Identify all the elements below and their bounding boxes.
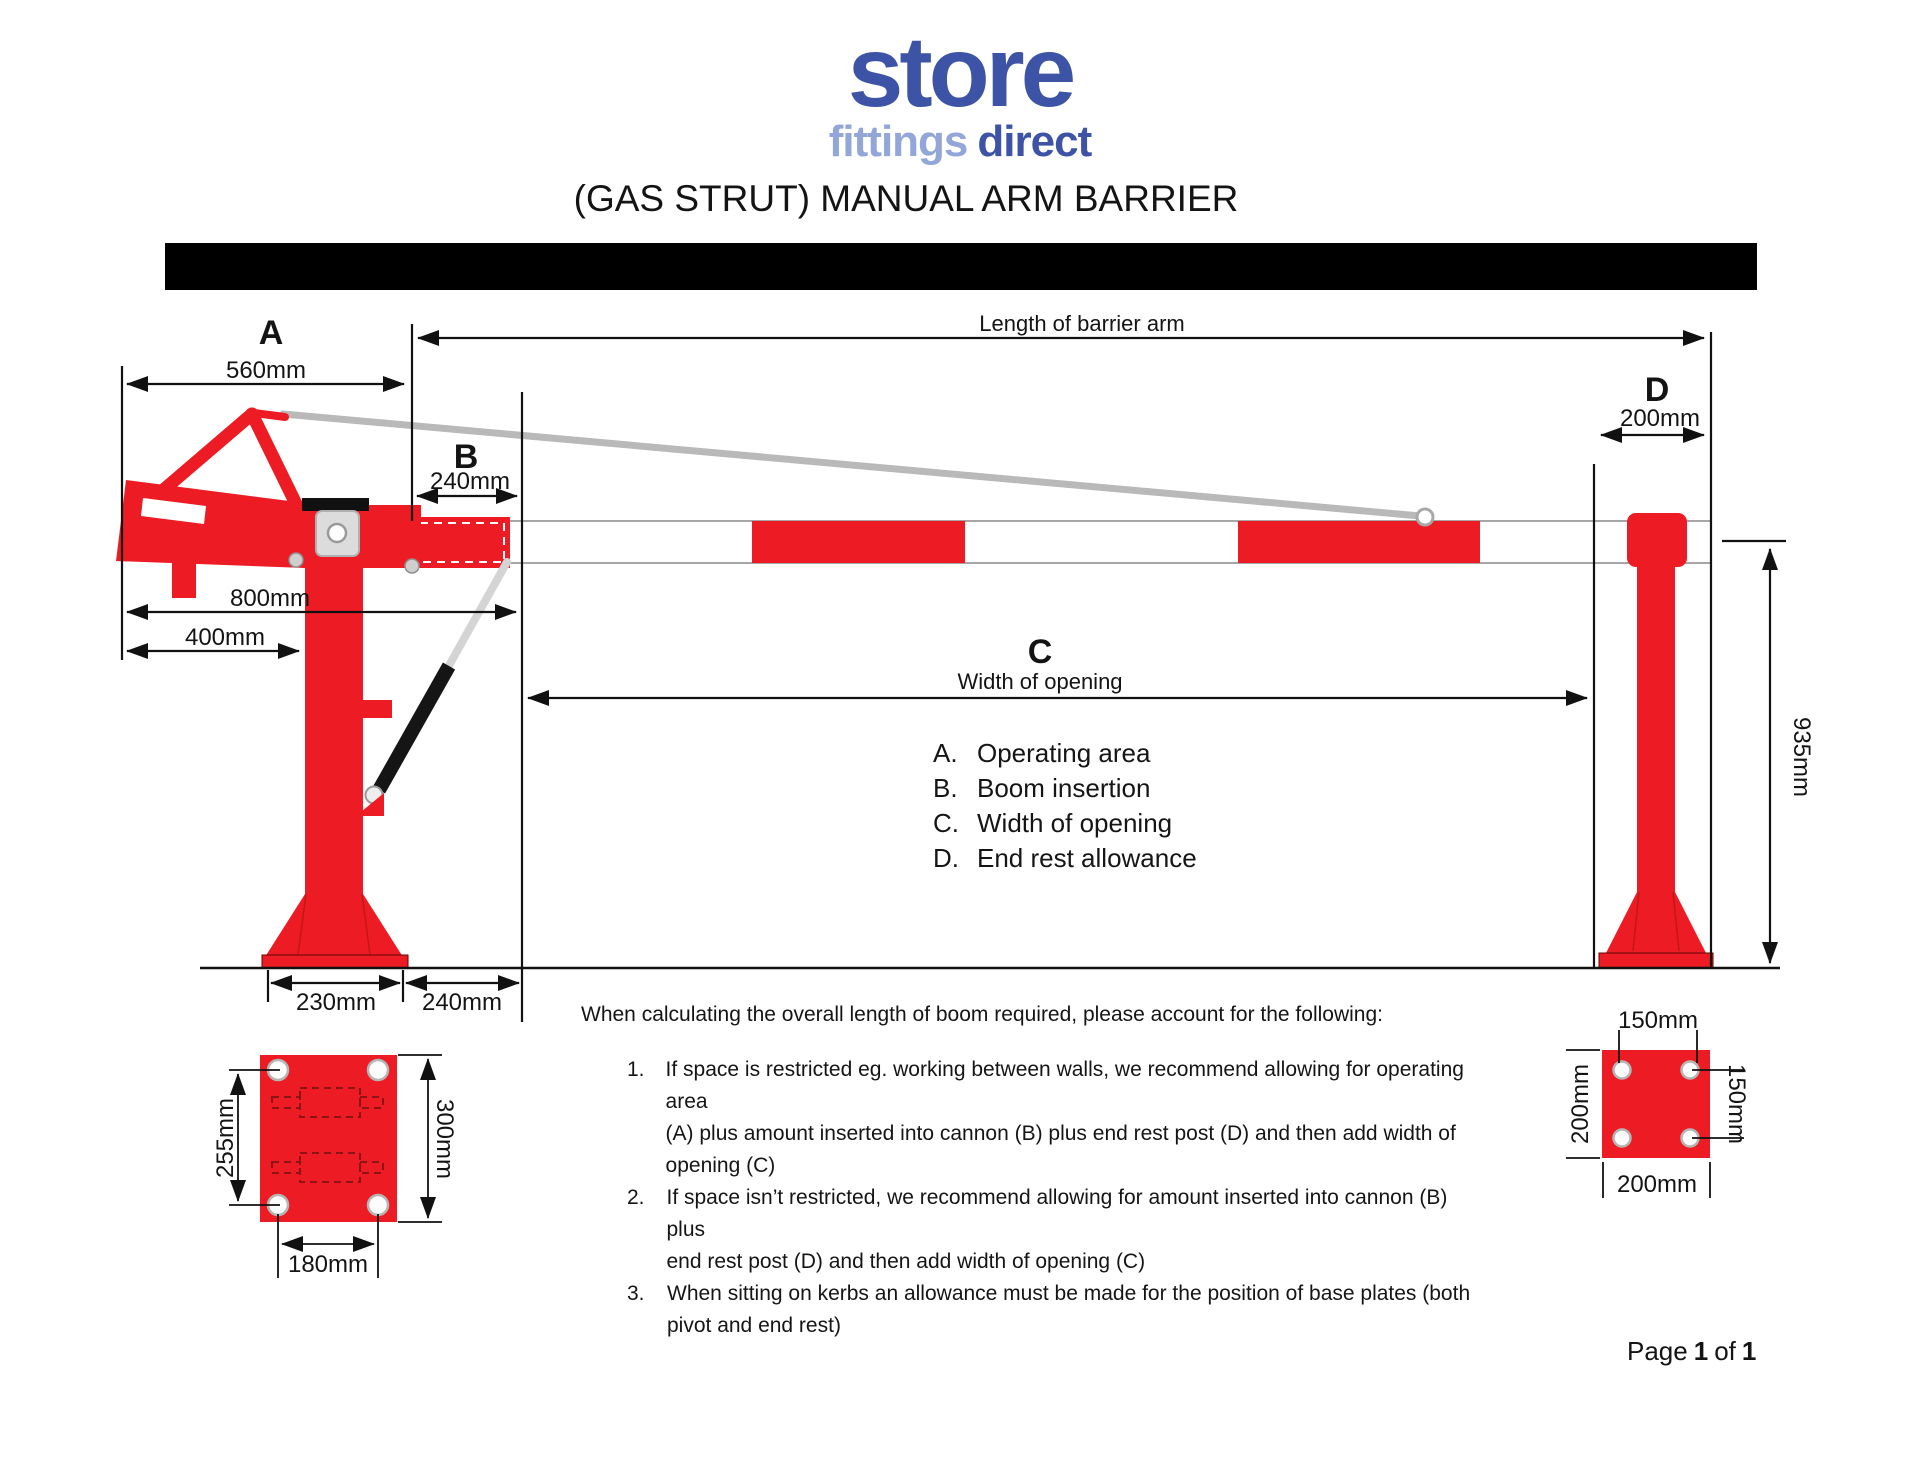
pivot-bolt-right: [404, 558, 420, 574]
legend-item-a: A. Operating area: [933, 736, 1197, 771]
boom-insertion-section: [414, 517, 510, 568]
end-rest-post: [1598, 513, 1714, 969]
length-of-arm-label: Length of barrier arm: [979, 311, 1184, 336]
note-item-2: 2. If space isn’t restricted, we recomme…: [627, 1186, 1448, 1273]
dim-a-value: 560mm: [226, 357, 306, 384]
legend-label: Width of opening: [977, 808, 1173, 838]
dim-180: 180mm: [288, 1251, 368, 1278]
width-of-opening-label: Width of opening: [957, 669, 1122, 694]
dim-end-right-150: 150mm: [1723, 1064, 1750, 1144]
pivot-bolt-left: [288, 552, 304, 568]
legend-label: End rest allowance: [977, 843, 1197, 873]
dim-end-top-150: 150mm: [1618, 1007, 1698, 1034]
dim-255: 255mm: [212, 1098, 239, 1178]
dim-b-letter: B: [454, 438, 479, 476]
legend-item-c: C. Width of opening: [933, 806, 1197, 841]
raised-arm-tip-ring: [1415, 507, 1435, 527]
legend-item-d: D. End rest allowance: [933, 841, 1197, 876]
pivot-base-plate-side: [261, 954, 409, 969]
legend: A. Operating area B. Boom insertion C. W…: [933, 736, 1197, 876]
pivot-base-plate-plan: [260, 1055, 397, 1222]
notes-intro: When calculating the overall length of b…: [581, 1003, 1383, 1026]
note-item-1: 1. If space is restricted eg. working be…: [627, 1058, 1464, 1177]
dim-end-left-200: 200mm: [1567, 1064, 1594, 1144]
end-rest-flare: [1606, 892, 1706, 953]
post-side-tab: [363, 700, 392, 718]
page-title: (GAS STRUT) MANUAL ARM BARRIER: [573, 178, 1239, 219]
logo-store-text: store: [847, 16, 1077, 128]
legend-item-b: B. Boom insertion: [933, 771, 1197, 806]
arm-red-band-1: [752, 521, 965, 563]
dim-a-letter: A: [259, 314, 284, 352]
pivot-post-flare: [265, 894, 403, 957]
dim-d-letter: D: [1645, 371, 1670, 409]
dim-240: 240mm: [422, 989, 502, 1016]
end-rest-cap: [1627, 513, 1687, 567]
dim-c-letter: C: [1028, 633, 1053, 671]
plate-slots: [271, 1087, 384, 1183]
dim-300: 300mm: [431, 1099, 458, 1179]
note-item-3: 3. When sitting on kerbs an allowance mu…: [627, 1282, 1471, 1337]
end-rest-column: [1637, 565, 1675, 892]
arm-red-band-2: [1238, 521, 1480, 563]
counterweight-body: [116, 480, 305, 568]
gas-strut: [356, 558, 511, 816]
end-rest-base-plate-side: [1598, 952, 1714, 969]
legend-label: Operating area: [977, 738, 1151, 768]
logo-direct-text: direct: [977, 117, 1092, 166]
barrier-arm: [413, 517, 1711, 568]
dimensions: [120, 324, 1786, 1278]
dim-935: 935mm: [1788, 717, 1815, 797]
strut-cylinder: [372, 662, 456, 794]
pivot-post: [305, 556, 363, 894]
dimension-labels: Length of barrier arm A 560mm B 240mm 80…: [185, 311, 1815, 1278]
cannon-hole: [326, 522, 348, 544]
dim-b-value: 240mm: [430, 468, 510, 495]
legend-label: Boom insertion: [977, 773, 1151, 803]
body-foot-tab: [172, 561, 196, 598]
cannon-cap: [302, 498, 369, 511]
dim-230: 230mm: [296, 989, 376, 1016]
counterweight-slot: [141, 498, 206, 524]
pivot-unit: [116, 407, 421, 969]
dim-400: 400mm: [185, 624, 265, 651]
divider-bar: [165, 243, 1757, 290]
logo-fittings-text: fittings: [828, 117, 969, 166]
notes-block: When calculating the overall length of b…: [581, 1002, 1481, 1342]
dim-end-bottom-200: 200mm: [1617, 1171, 1697, 1198]
strut-bracket: [356, 793, 384, 816]
dim-800: 800mm: [230, 585, 310, 612]
raised-arm-ghost: [279, 410, 1435, 527]
dim-d-value: 200mm: [1620, 405, 1700, 432]
end-rest-base-plate-plan: [1602, 1050, 1710, 1158]
